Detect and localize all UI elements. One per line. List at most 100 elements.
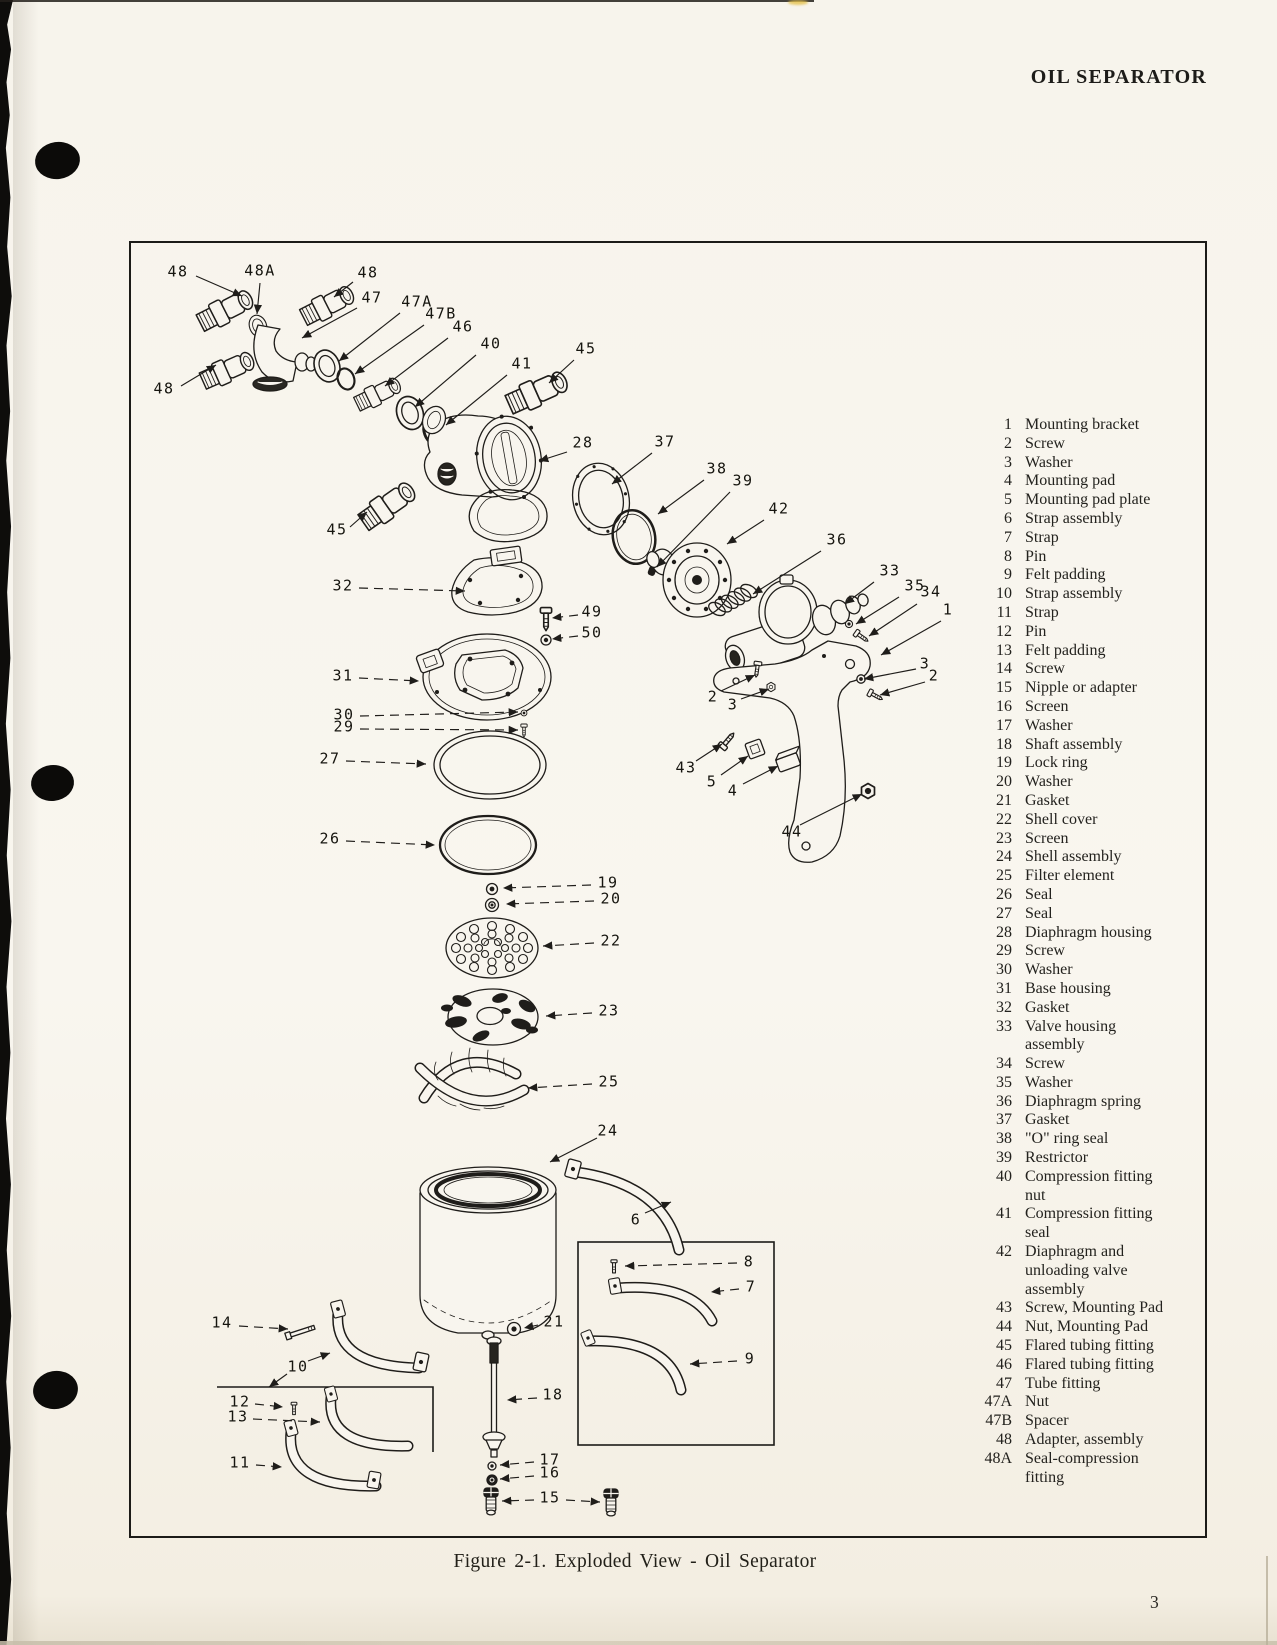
- part-gasket-21: [506, 1321, 522, 1337]
- part-pad-plate-5: [744, 738, 766, 760]
- leader-line: [338, 312, 401, 362]
- part-washer-3-left: [766, 681, 776, 693]
- leader-line: [565, 1497, 601, 1506]
- part-number: 17: [996, 716, 1012, 734]
- callout-label: 11: [229, 1454, 250, 1472]
- leader-line: [880, 620, 942, 656]
- callout-label: 48: [167, 263, 188, 281]
- part-label: Pin: [1025, 622, 1047, 640]
- part-number: 15: [996, 679, 1012, 697]
- part-valve-housing-33: [724, 574, 869, 676]
- callout-label: 44: [781, 823, 802, 841]
- part-number: 8: [1004, 547, 1012, 565]
- leader-line: [499, 1474, 535, 1483]
- callout-label: 47B: [425, 305, 457, 323]
- part-label: Nipple or adapter: [1025, 679, 1137, 697]
- leader-line: [359, 725, 519, 735]
- callout-label: 45: [575, 340, 596, 358]
- callout-label: 4: [728, 782, 739, 800]
- scan-right-edge: [1266, 1556, 1268, 1645]
- part-shell-assembly-24: [419, 1166, 557, 1340]
- part-number: 30: [996, 961, 1012, 979]
- leader-line: [195, 275, 243, 297]
- part-number: 10: [996, 585, 1012, 603]
- callout-label: 38: [706, 460, 727, 478]
- callout-label: 43: [675, 759, 696, 777]
- part-flared-fitting-45-left: [355, 476, 421, 535]
- part-label: Gasket: [1025, 791, 1070, 809]
- callout-label: 31: [332, 667, 353, 685]
- callout-label: 25: [598, 1073, 619, 1091]
- part-felt-9: [579, 1328, 687, 1396]
- leader-line: [255, 1462, 283, 1471]
- callout-label: 18: [542, 1386, 563, 1404]
- leader-line: [549, 1137, 598, 1163]
- part-number: 3: [1004, 453, 1012, 471]
- part-shaft-assembly-18: [482, 1336, 506, 1458]
- scan-bottom-edge: [0, 1641, 1277, 1645]
- part-number: 23: [996, 829, 1012, 847]
- leader-line: [252, 1417, 321, 1426]
- part-number: 21: [996, 791, 1012, 809]
- part-number: 29: [996, 942, 1012, 960]
- parts-list-row: 10 Strap assembly: [976, 585, 1191, 604]
- part-label: Strap: [1025, 528, 1059, 546]
- part-number: 22: [996, 810, 1012, 828]
- leader-line: [349, 511, 368, 528]
- part-number: 46: [996, 1355, 1012, 1373]
- leader-line: [359, 708, 519, 717]
- leader-line: [523, 1322, 539, 1331]
- callout-label: 39: [732, 472, 753, 490]
- leader-line: [710, 1286, 740, 1296]
- part-label: Screen: [1025, 697, 1069, 715]
- part-number: 27: [996, 904, 1012, 922]
- callout-label: 9: [745, 1350, 756, 1368]
- part-number: 28: [996, 923, 1012, 941]
- part-label: Strap assembly: [1025, 509, 1123, 527]
- callout-label: 36: [826, 531, 847, 549]
- part-number: 1: [1004, 416, 1012, 433]
- leader-line: [445, 374, 508, 426]
- binding-shadow: [13, 0, 39, 1645]
- part-label: Diaphragm housing: [1025, 923, 1152, 941]
- part-screw-34: [852, 628, 871, 645]
- part-number: 14: [996, 660, 1012, 678]
- part-strap-assembly-6: [563, 1157, 685, 1256]
- part-number: 37: [996, 1111, 1012, 1129]
- part-label: Tube fitting: [1025, 1374, 1101, 1392]
- part-washer-20: [484, 897, 500, 913]
- part-number: 12: [996, 622, 1012, 640]
- part-number: 41: [996, 1205, 1012, 1223]
- part-number: 25: [996, 867, 1012, 885]
- part-label: Filter element: [1025, 867, 1115, 885]
- part-label: Washer: [1025, 453, 1073, 471]
- part-number: 4: [1004, 472, 1012, 490]
- part-strap-11: [283, 1418, 382, 1492]
- leader-line: [720, 755, 749, 776]
- part-label: Strap assembly: [1025, 585, 1123, 603]
- part-number: 18: [996, 735, 1012, 753]
- part-label: Seal-compression fitting: [1025, 1449, 1139, 1486]
- part-number: 43: [996, 1299, 1012, 1317]
- part-filter-element-25: [414, 1047, 530, 1111]
- part-label: Compression fitting nut: [1025, 1167, 1153, 1204]
- part-number: 7: [1004, 528, 1012, 546]
- callout-label: 17: [539, 1451, 560, 1469]
- part-seal-26: [438, 814, 538, 876]
- part-label: Shaft assembly: [1025, 735, 1123, 753]
- leader-line: [538, 451, 568, 463]
